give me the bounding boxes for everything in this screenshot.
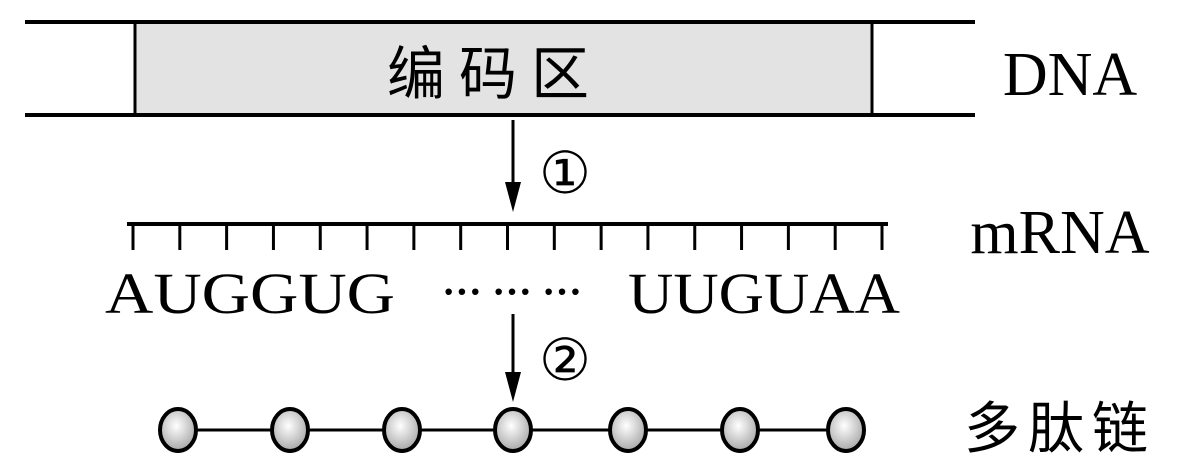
dna-label: DNA <box>1003 41 1138 109</box>
amino-acid-bead <box>382 407 422 453</box>
amino-acid-bead <box>158 407 198 453</box>
dna-strand: 编码区 <box>25 20 975 117</box>
polypeptide-label: 多肽链 <box>964 399 1156 461</box>
coding-region-box <box>135 22 872 115</box>
mrna-label: mRNA <box>970 199 1149 267</box>
mrna-ellipsis: ··· ··· ··· <box>442 269 582 314</box>
step1-label: ① <box>539 141 591 206</box>
coding-region-label: 编码区 <box>387 42 603 107</box>
amino-acid-bead <box>608 407 648 453</box>
amino-acid-bead <box>493 407 533 453</box>
amino-acid-bead <box>720 407 760 453</box>
transcription-arrow <box>505 120 521 212</box>
translation-arrow <box>505 314 521 402</box>
amino-acid-bead <box>826 407 866 453</box>
mrna-sequence-start: AUGGUG <box>105 261 395 326</box>
amino-acid-bead <box>270 407 310 453</box>
polypeptide-chain <box>158 407 866 453</box>
step2-label: ② <box>539 328 591 393</box>
mrna-strand <box>127 222 888 250</box>
mrna-sequence-end: UUGUAA <box>628 261 900 326</box>
